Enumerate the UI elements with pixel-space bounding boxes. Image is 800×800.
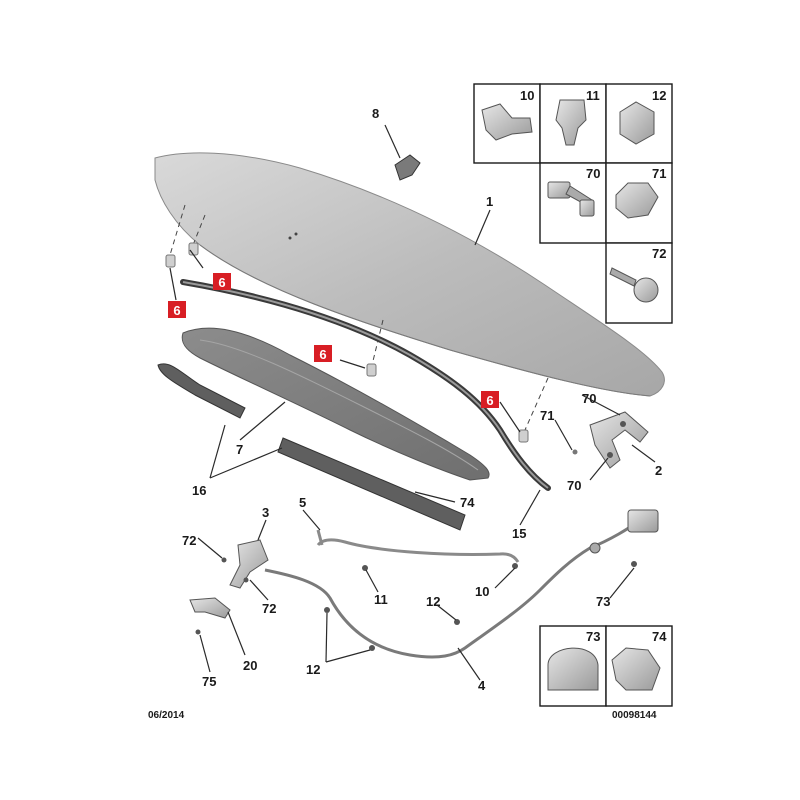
callout-2: 2 [655,463,662,478]
hood-prop-part [384,124,421,181]
callout-1: 1 [486,194,493,209]
screw-72-icon [609,267,659,303]
callout-74: 74 [460,495,475,510]
callout-70-b: 70 [567,478,581,493]
legend-label-73: 73 [586,629,600,644]
fastener-legend-top: 10 11 12 70 71 72 [473,83,673,324]
callout-6-b: 6 [173,303,180,318]
secondary-cable [316,538,520,563]
callout-12-b: 12 [306,662,320,677]
callout-15: 15 [512,526,526,541]
callout-70-a: 70 [582,391,596,406]
callout-75: 75 [202,674,216,689]
clip-10-icon [481,103,533,141]
clips [324,563,518,651]
callout-10: 10 [475,584,489,599]
nut-clip-12-icon [619,101,655,145]
callout-11: 11 [374,592,388,607]
legend-label-71: 71 [652,166,666,181]
legend-label-11: 11 [586,88,600,103]
callout-6-a: 6 [218,275,225,290]
cap-nut-73-icon [547,647,599,691]
clip-74-icon [611,647,661,691]
side-strips [157,363,466,531]
callout-5: 5 [299,495,306,510]
bracket-part [189,597,231,635]
legend-label-72: 72 [652,246,666,261]
callout-6-d: 6 [486,393,493,408]
callout-72-a: 72 [182,533,196,548]
callout-3: 3 [262,505,269,520]
callout-73: 73 [596,594,610,609]
bolt-70-icon [547,181,595,217]
leader-dashed [524,377,549,431]
highlight-callouts: 6 6 6 6 [168,273,499,408]
legend-label-74: 74 [652,629,667,644]
callout-4: 4 [478,678,486,693]
diagram-date: 06/2014 [148,710,185,721]
callout-16: 16 [192,483,206,498]
fastener-legend-bottom: 73 74 [539,625,673,707]
latch-part [589,509,659,567]
callout-6-c: 6 [319,347,326,362]
hood-hinge [572,411,649,469]
callout-8: 8 [372,106,379,121]
clip-11-icon [555,99,587,146]
leader-dashed [371,319,384,366]
callout-72-b: 72 [262,601,276,616]
callout-7: 7 [236,442,243,457]
legend-label-12: 12 [652,88,666,103]
release-cable [264,518,641,659]
callout-labels: 1 2 3 4 5 7 8 10 11 12 12 15 16 20 70 70… [182,106,662,693]
release-handle [221,539,269,589]
nut-71-icon [615,182,659,219]
leader-lines [169,209,656,681]
legend-label-70: 70 [586,166,600,181]
callout-20: 20 [243,658,257,673]
legend-label-10: 10 [520,88,534,103]
callout-71: 71 [540,408,554,423]
hood-panel [154,152,665,397]
callout-12-a: 12 [426,594,440,609]
diagram-reference: 00098144 [612,710,657,721]
insulation-panel [181,327,490,481]
